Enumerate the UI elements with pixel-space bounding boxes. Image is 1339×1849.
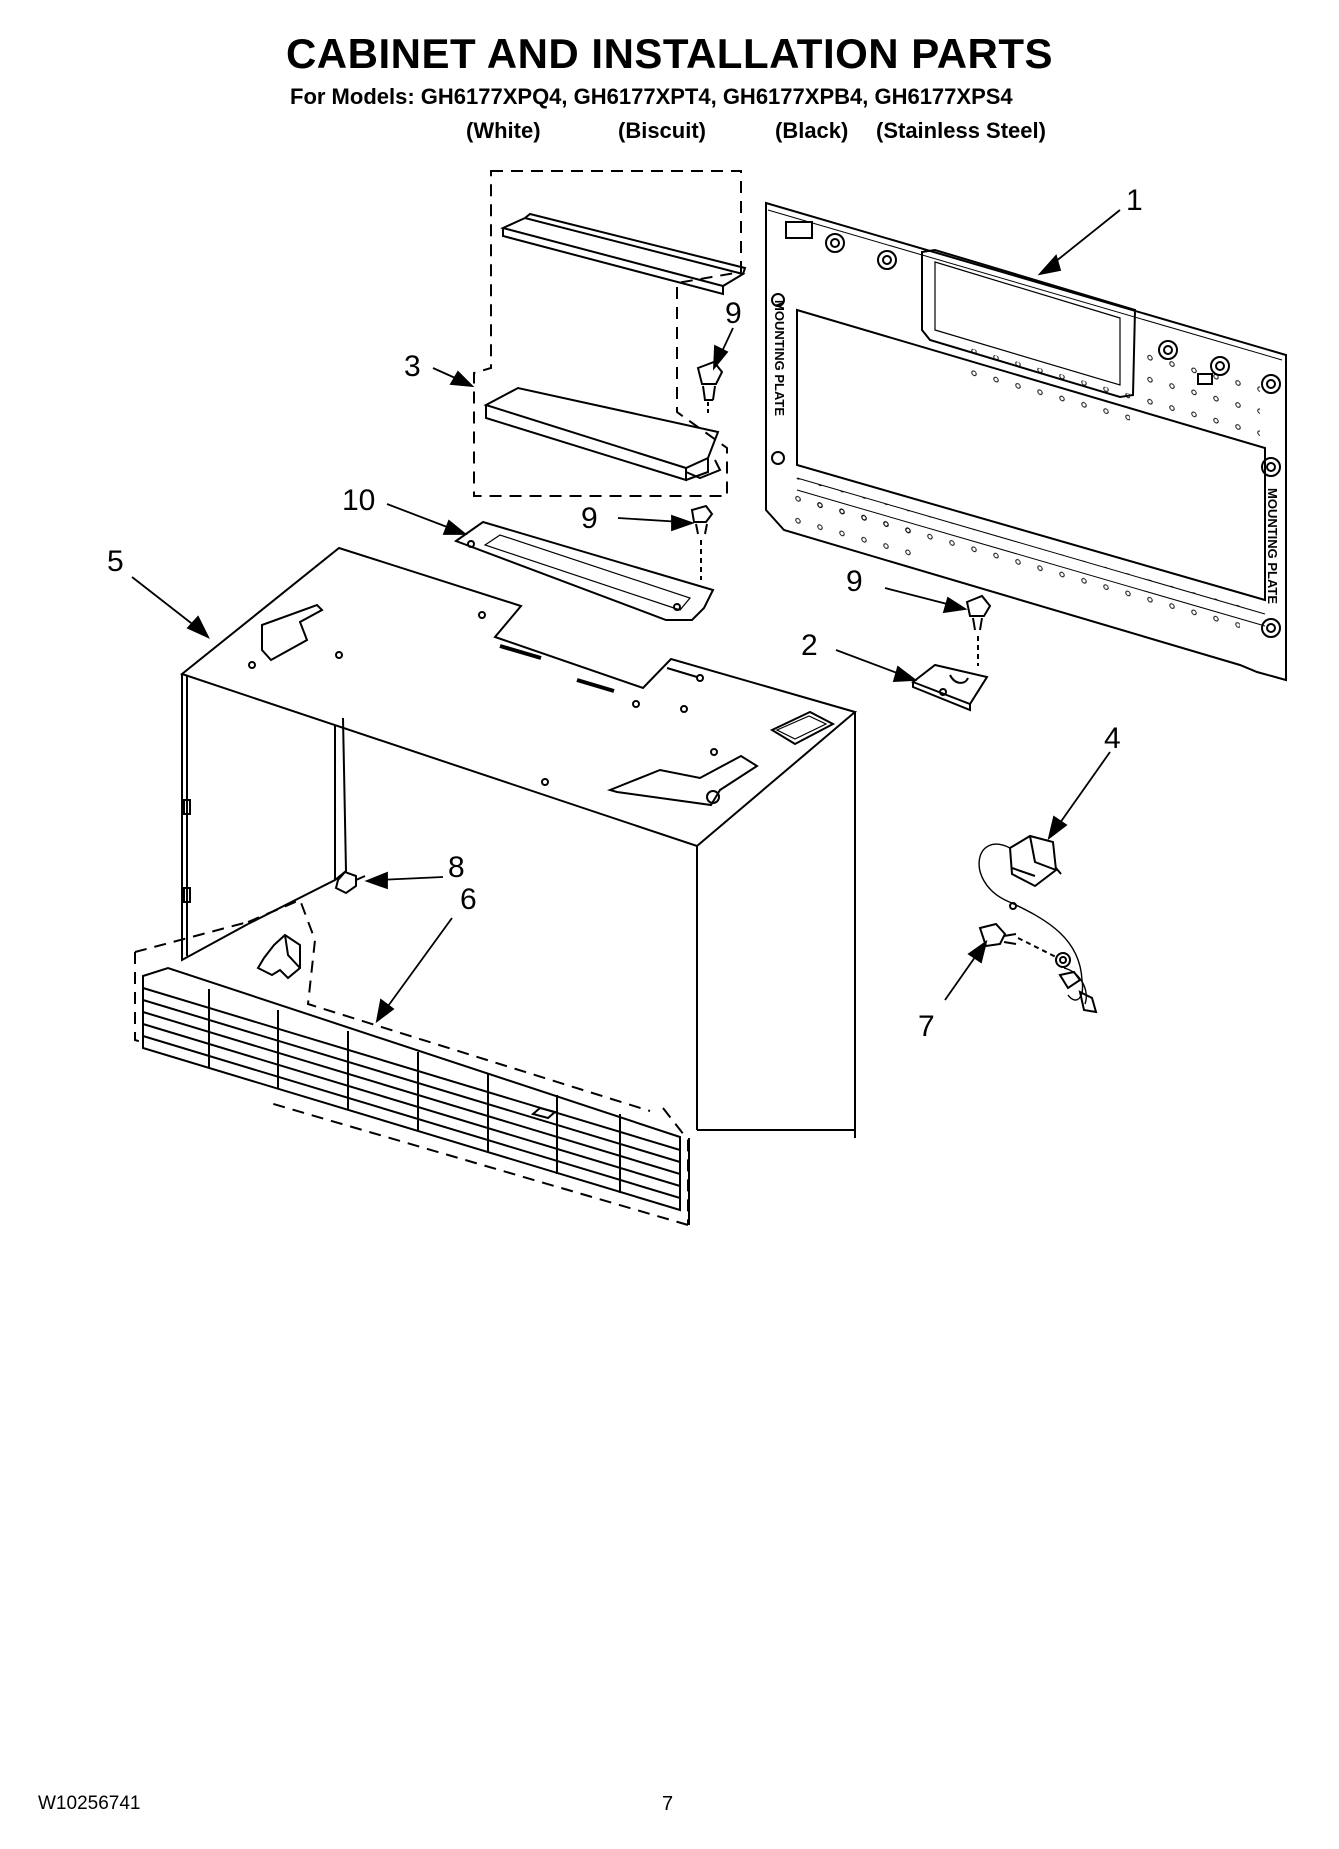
- plate-side-label-right: MOUNTING PLATE: [1265, 488, 1280, 604]
- callout-9-upper: 9: [725, 297, 742, 330]
- page-number: 7: [662, 1793, 674, 1815]
- page-title: CABINET AND INSTALLATION PARTS: [285, 30, 1054, 77]
- callout-10: 10: [342, 484, 375, 517]
- variant-white: (White): [466, 118, 541, 143]
- screw-part-9-middle: [690, 504, 714, 580]
- callout-6: 6: [460, 883, 477, 916]
- screw-part-9-upper: [696, 360, 724, 415]
- gasket-part-10: [453, 520, 715, 621]
- cabinet-wrapper-part-5: [179, 546, 858, 1138]
- callout-4: 4: [1104, 722, 1121, 755]
- thermal-switch-part-4: [978, 834, 1098, 1014]
- variant-biscuit: (Biscuit): [618, 118, 706, 143]
- bracket-part-2: [910, 663, 989, 712]
- callout-leaders: [131, 209, 1121, 1024]
- mounting-plate-part-1: [765, 201, 1287, 682]
- callout-8: 8: [448, 851, 465, 884]
- callout-1: 1: [1126, 184, 1143, 217]
- models-line: For Models: GH6177XPQ4, GH6177XPT4, GH61…: [290, 84, 1013, 109]
- screw-part-9-lower: [965, 594, 992, 666]
- variant-stainless-steel: (Stainless Steel): [876, 118, 1046, 143]
- callout-2: 2: [801, 629, 818, 662]
- callout-5: 5: [107, 545, 124, 578]
- document-number: W10256741: [38, 1793, 141, 1814]
- callout-3: 3: [404, 350, 421, 383]
- callout-9-middle: 9: [581, 502, 598, 535]
- vent-grille-part-6: [134, 898, 690, 1226]
- callout-7: 7: [918, 1010, 935, 1043]
- callout-9-lower: 9: [846, 565, 863, 598]
- clip-part-8: [256, 870, 366, 980]
- plate-side-label-left: MOUNTING PLATE: [772, 300, 787, 416]
- variant-black: (Black): [775, 118, 849, 143]
- duct-assembly-part-3: [473, 170, 747, 497]
